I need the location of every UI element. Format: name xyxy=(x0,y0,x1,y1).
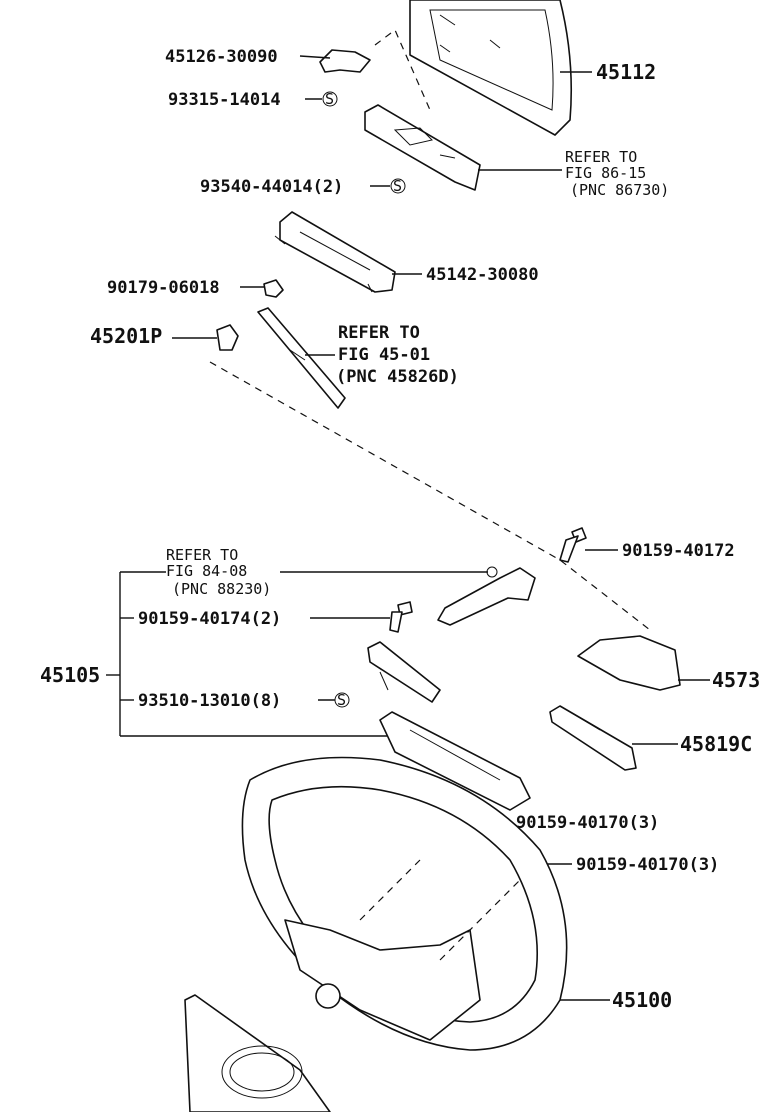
part-label-90159-40172: 90159-40172 xyxy=(622,541,735,561)
part-label-93540-44014: 93540-44014(2) xyxy=(200,177,343,197)
part-label-90159-40174: 90159-40174(2) xyxy=(138,609,281,629)
part-45819c xyxy=(549,705,637,771)
part-label-90159-40170-a: 90159-40170(3) xyxy=(516,813,659,833)
part-label-45112: 45112 xyxy=(596,60,656,84)
part-label-90179-06018: 90179-06018 xyxy=(107,278,220,298)
refer-2-line-a: REFER TO xyxy=(338,323,420,343)
s-marker-2: S xyxy=(393,177,402,195)
nut-part-45201p xyxy=(216,324,239,351)
horn-switch-part xyxy=(364,104,481,191)
refer-3-line-a: REFER TO xyxy=(166,546,238,564)
bottom-cover-part xyxy=(184,994,331,1112)
s-marker-1: S xyxy=(325,90,334,108)
cover-part-4573 xyxy=(577,635,681,691)
part-label-93510-13010: 93510-13010(8) xyxy=(138,691,281,711)
refer-2-line-c: (PNC 45826D) xyxy=(336,367,459,387)
part-label-45819c: 45819C xyxy=(680,732,752,756)
clip-part-45126 xyxy=(319,49,371,73)
refer-1-line-b: FIG 86-15 xyxy=(565,164,646,182)
nut-part-90179 xyxy=(263,279,284,298)
spiral-cable-part xyxy=(257,307,346,409)
part-label-45100: 45100 xyxy=(612,988,672,1012)
steering-wheel-part xyxy=(241,756,568,1051)
refer-2-line-b: FIG 45-01 xyxy=(338,345,430,365)
s-marker-3: S xyxy=(337,691,346,709)
refer-1-line-a: REFER TO xyxy=(565,148,637,166)
paddle-switch-part xyxy=(437,566,536,626)
bracket-part-45142 xyxy=(274,211,396,293)
refer-3-line-b: FIG 84-08 xyxy=(166,562,247,580)
bolt-part-90159-40172 xyxy=(559,527,587,563)
horn-pad-cover-part xyxy=(409,0,573,136)
part-label-90159-40170-b: 90159-40170(3) xyxy=(576,855,719,875)
bracket-plate-part xyxy=(367,641,441,703)
part-label-45142-30080: 45142-30080 xyxy=(426,265,539,285)
part-label-45201p: 45201P xyxy=(90,324,162,348)
part-label-45105: 45105 xyxy=(40,663,100,687)
refer-3-line-c: (PNC 88230) xyxy=(172,580,271,598)
part-label-4573: 4573 xyxy=(712,668,760,692)
refer-1-line-c: (PNC 86730) xyxy=(570,181,669,199)
bolt-part-90159-40174 xyxy=(389,601,413,633)
lower-bracket-part xyxy=(379,711,531,811)
part-label-93315-14014: 93315-14014 xyxy=(168,90,281,110)
part-label-45126-30090: 45126-30090 xyxy=(165,47,278,67)
